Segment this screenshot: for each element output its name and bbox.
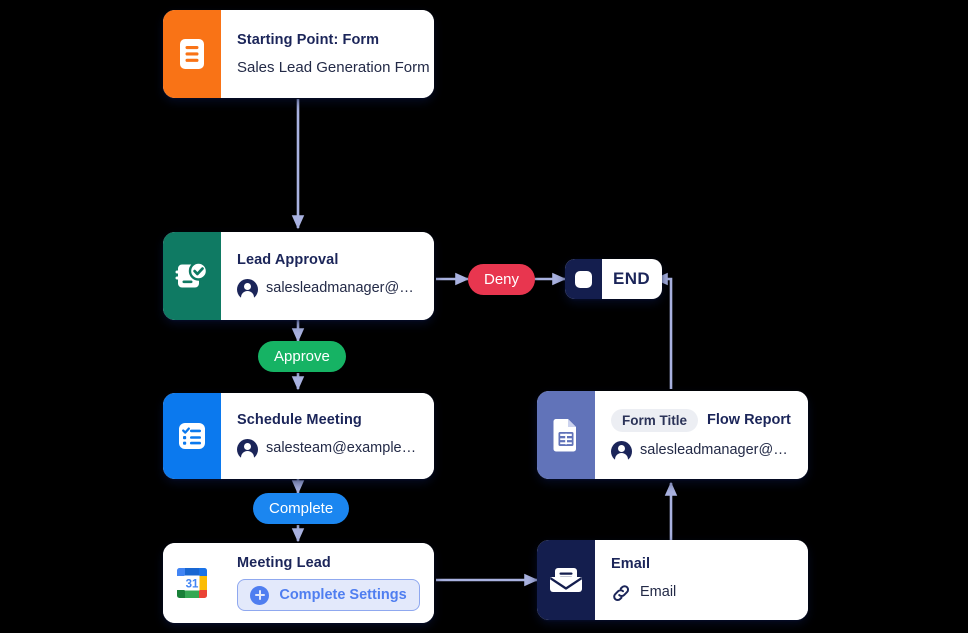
google-calendar-icon: 31 <box>163 543 221 623</box>
node-starting-point-form[interactable]: Starting Point: Form Sales Lead Generati… <box>163 10 434 98</box>
svg-text:31: 31 <box>186 578 199 590</box>
node-title: Flow Report <box>707 412 791 428</box>
complete-settings-label: Complete Settings <box>279 587 407 604</box>
node-title: Lead Approval <box>237 252 339 269</box>
node-assignee: salesleadmanager@ex... <box>611 440 794 462</box>
stop-square-icon <box>565 259 602 299</box>
node-assignee: salesteam@example.c... <box>237 438 420 460</box>
approval-document-check-icon <box>163 232 221 320</box>
node-title-row: Form Title Flow Report <box>611 408 794 432</box>
node-assignee: salesleadmanager@ex... <box>237 278 420 300</box>
node-link-row: Email <box>611 583 794 604</box>
node-assignee-email: salesleadmanager@ex... <box>266 280 420 297</box>
node-assignee-email: salesleadmanager@ex... <box>640 442 794 459</box>
badge-deny-label: Deny <box>484 271 520 288</box>
node-link-label: Email <box>640 584 677 601</box>
spreadsheet-document-icon <box>537 391 595 479</box>
node-end[interactable]: END <box>565 259 663 299</box>
node-lead-approval[interactable]: Lead Approval salesleadmanager@ex... <box>163 232 434 320</box>
checklist-icon <box>163 393 221 479</box>
end-label: END <box>613 269 651 288</box>
node-title: Email <box>611 556 651 573</box>
avatar-icon <box>611 440 632 462</box>
node-assignee-email: salesteam@example.c... <box>266 440 420 457</box>
node-title: Meeting Lead <box>237 554 331 571</box>
node-body: Form Title Flow Report salesleadmanager@… <box>595 391 808 479</box>
badge-approve[interactable]: Approve <box>258 341 346 372</box>
form-document-icon <box>163 10 221 98</box>
avatar-icon <box>237 438 258 460</box>
node-body: Email Email <box>595 540 808 620</box>
envelope-icon <box>537 540 595 620</box>
node-subtitle: Sales Lead Generation Form <box>237 58 430 76</box>
node-flow-report[interactable]: Form Title Flow Report salesleadmanager@… <box>537 391 808 479</box>
node-email[interactable]: Email Email <box>537 540 808 620</box>
node-title: Schedule Meeting <box>237 412 362 429</box>
node-title: Starting Point: Form <box>237 32 380 49</box>
badge-approve-label: Approve <box>274 348 330 365</box>
avatar-icon <box>237 278 258 300</box>
node-body: Starting Point: Form Sales Lead Generati… <box>221 10 434 98</box>
complete-settings-button[interactable]: Complete Settings <box>237 579 420 612</box>
node-meeting-lead[interactable]: 31 Meeting Lead Complete Settings <box>163 543 434 623</box>
plus-circle-icon <box>250 585 270 605</box>
badge-deny[interactable]: Deny <box>468 264 536 295</box>
node-body: Lead Approval salesleadmanager@ex... <box>221 232 434 320</box>
form-title-chip: Form Title <box>611 408 699 432</box>
node-body: Meeting Lead Complete Settings <box>221 543 434 623</box>
node-schedule-meeting[interactable]: Schedule Meeting salesteam@example.c... <box>163 393 434 479</box>
badge-complete[interactable]: Complete <box>253 493 350 524</box>
link-icon <box>613 584 630 601</box>
badge-complete-label: Complete <box>269 500 334 517</box>
node-body: Schedule Meeting salesteam@example.c... <box>221 393 434 479</box>
